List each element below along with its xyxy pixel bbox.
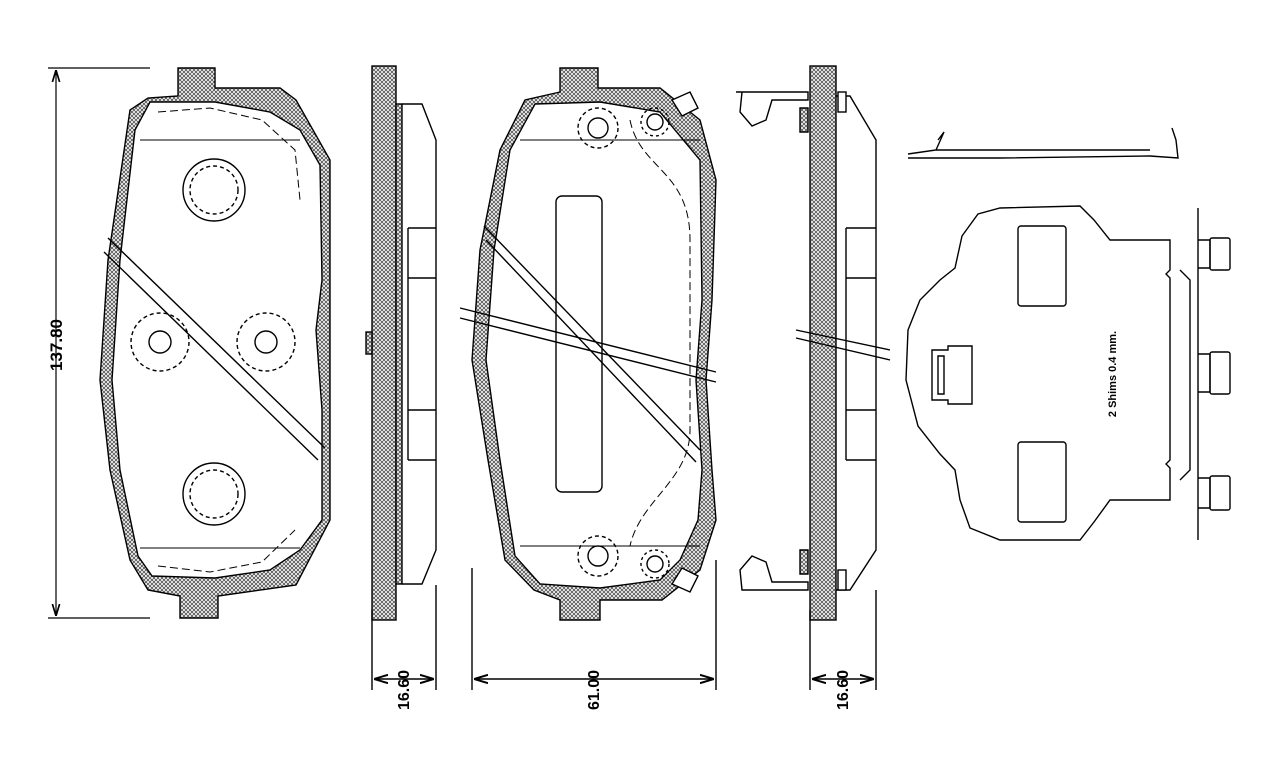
piston-circle-bottom [182, 462, 246, 526]
shim-tab [931, 345, 973, 405]
friction-material-mid [485, 101, 703, 589]
pad-front-view-left [99, 67, 331, 619]
shim-window-top [1017, 225, 1067, 307]
thickness-left-label: 16.60 [396, 670, 413, 710]
piston-circle-top [182, 158, 246, 222]
shim-note: 2 Shims 0.4 mm. [1107, 331, 1119, 417]
side-friction [402, 103, 437, 585]
pad-side-view-left [365, 65, 437, 690]
shim [905, 205, 1231, 541]
side-backing-plate [371, 65, 397, 621]
shim-outline [905, 205, 1171, 541]
height-dimension [48, 67, 150, 619]
dashed-outline [157, 107, 301, 573]
pad-front-view-middle [459, 67, 717, 690]
groove [103, 237, 326, 461]
clip-bottom [739, 555, 809, 591]
thickness-right-label: 16.60 [835, 670, 852, 710]
height-label: 137.80 [47, 319, 66, 371]
clip-top [736, 91, 809, 127]
pin-circle-left [130, 312, 190, 372]
dashed-plate-outline [629, 119, 691, 547]
width-label: 61.00 [586, 670, 603, 710]
pin-circle-right [236, 312, 296, 372]
spring-clip [907, 127, 1179, 159]
friction-material [111, 101, 323, 579]
pad-side-view-right [736, 65, 891, 690]
shim-window-bottom [1017, 441, 1067, 523]
